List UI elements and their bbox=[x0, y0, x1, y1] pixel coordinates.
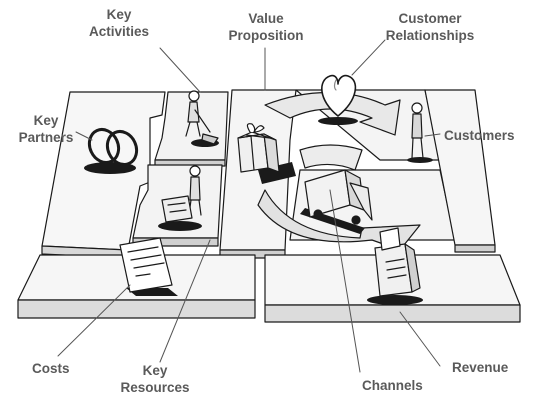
key-partners-line-1: Key bbox=[33, 113, 59, 128]
worker-figure-icon bbox=[185, 90, 219, 147]
rings-icon bbox=[84, 127, 139, 174]
heart-icon bbox=[318, 74, 358, 125]
value-proposition-line-1: Value bbox=[248, 11, 284, 26]
cash-register-icon bbox=[367, 227, 423, 305]
invoice-icon bbox=[119, 237, 178, 296]
resources-forklift-icon bbox=[158, 165, 202, 231]
value-proposition-label: Value Proposition bbox=[222, 10, 310, 44]
key-resources-label: Key Resources bbox=[118, 362, 192, 396]
key-activities-label: Key Activities bbox=[82, 6, 156, 40]
customer-figure-icon bbox=[407, 102, 433, 163]
key-resources-line-1: Key bbox=[142, 363, 168, 378]
gift-box-icon bbox=[237, 123, 296, 184]
customer-relationships-line-2: Relationships bbox=[385, 28, 475, 43]
key-partners-label: Key Partners bbox=[14, 112, 78, 146]
revenue-label: Revenue bbox=[452, 360, 509, 375]
customer-relationships-label: Customer Relationships bbox=[380, 10, 480, 44]
costs-label: Costs bbox=[32, 361, 70, 376]
customer-relationships-line-1: Customer bbox=[398, 11, 462, 26]
key-resources-line-2: Resources bbox=[120, 380, 190, 395]
key-activities-line-2: Activities bbox=[88, 24, 150, 39]
value-proposition-line-2: Proposition bbox=[228, 28, 304, 43]
key-activities-line-1: Key bbox=[106, 7, 132, 22]
key-partners-line-2: Partners bbox=[18, 130, 74, 145]
value-arrow bbox=[257, 91, 421, 251]
revenue-streams-block bbox=[264, 254, 521, 323]
truck-icon bbox=[300, 169, 373, 234]
leader-lines bbox=[57, 39, 441, 373]
channels-label: Channels bbox=[362, 378, 423, 393]
customers-block bbox=[424, 89, 496, 253]
customers-label: Customers bbox=[444, 128, 515, 143]
